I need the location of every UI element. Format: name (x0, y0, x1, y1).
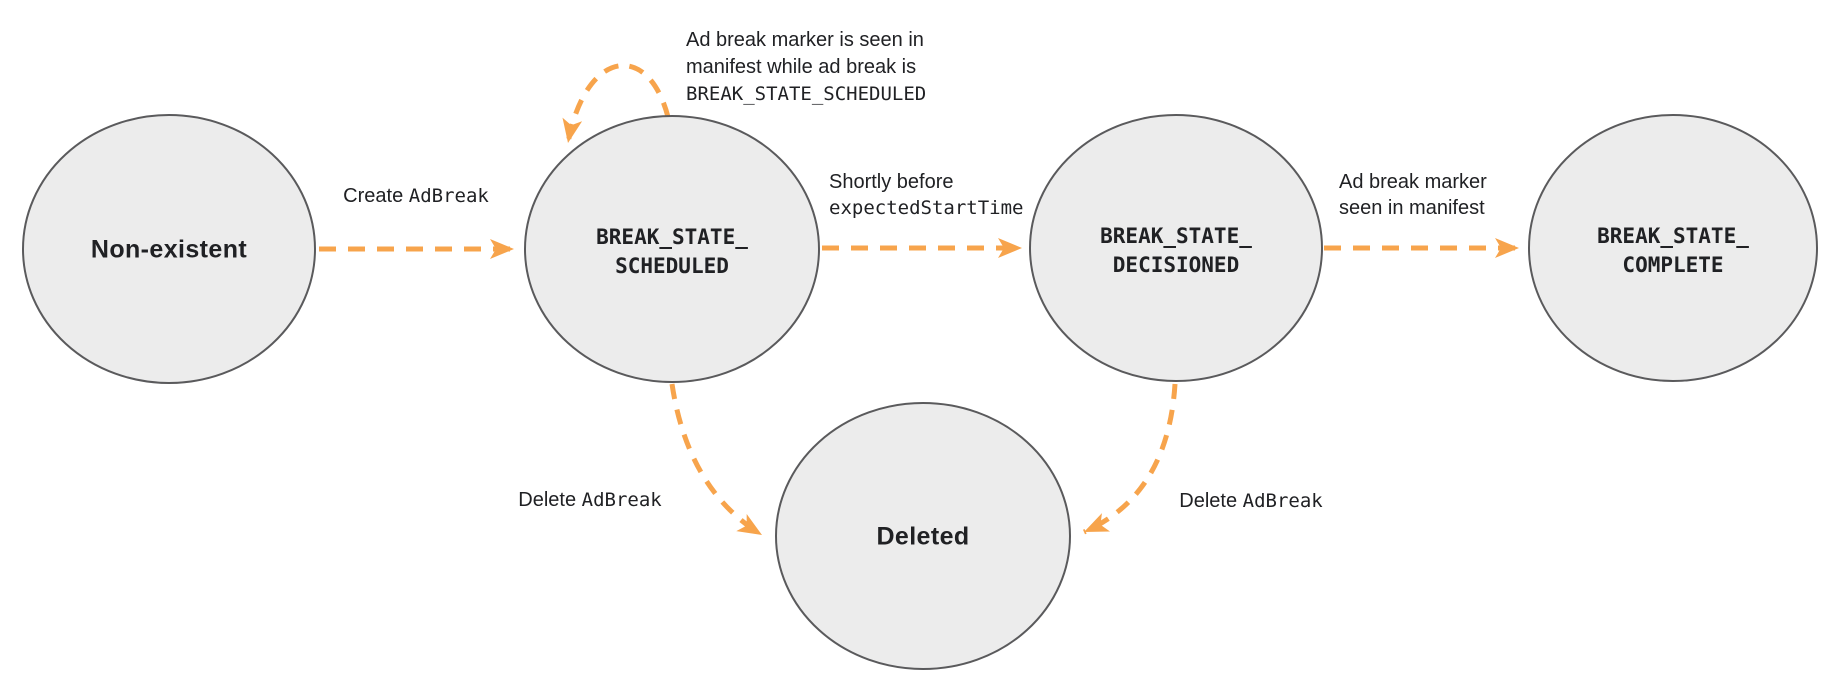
state-label-non-existent: Non-existent (90, 235, 248, 264)
state-label-line: SCHEDULED (615, 254, 729, 278)
label-code: expectedStartTime (829, 197, 1024, 219)
state-label-break-state-decisioned: BREAK_STATE_ DECISIONED (1100, 222, 1252, 280)
transition-label-create-adbreak: Create AdBreak (343, 183, 489, 209)
label-text: Create (343, 185, 409, 207)
transition-label-delete-adbreak-right: Delete AdBreak (1179, 488, 1322, 514)
state-node-break-state-complete (1528, 114, 1818, 382)
transition-label-delete-adbreak-left: Delete AdBreak (518, 487, 661, 513)
label-text: Delete (518, 489, 582, 511)
state-label-break-state-complete: BREAK_STATE_ COMPLETE (1597, 222, 1749, 280)
label-code: BREAK_STATE_SCHEDULED (686, 83, 927, 105)
label-code: AdBreak (408, 185, 489, 207)
transition-label-marker-seen: Ad break marker seen in manifest (1339, 169, 1487, 221)
state-label-line: BREAK_STATE_ (596, 225, 748, 249)
state-label-line: BREAK_STATE_ (1597, 224, 1749, 248)
arrow-delete-from-scheduled (669, 383, 764, 538)
state-label-line: COMPLETE (1622, 253, 1724, 277)
label-code: AdBreak (581, 489, 662, 511)
arrow-self-loop-scheduled (562, 63, 671, 144)
label-text: seen in manifest (1339, 197, 1485, 219)
state-node-break-state-decisioned (1029, 114, 1323, 382)
label-code: AdBreak (1242, 490, 1323, 512)
label-text: manifest while ad break is (686, 56, 917, 78)
transition-label-self-loop: Ad break marker is seen in manifest whil… (686, 27, 926, 108)
state-node-deleted (775, 402, 1071, 670)
state-label-line: BREAK_STATE_ (1100, 224, 1252, 248)
state-node-break-state-scheduled (524, 115, 820, 383)
label-text: Shortly before (829, 171, 954, 193)
label-text: Delete (1179, 490, 1243, 512)
state-label-line: DECISIONED (1112, 253, 1240, 277)
state-label-break-state-scheduled: BREAK_STATE_ SCHEDULED (596, 223, 748, 281)
state-node-non-existent (22, 114, 316, 384)
label-text: Ad break marker (1339, 171, 1487, 193)
label-text: Ad break marker is seen in (686, 29, 924, 51)
state-label-deleted: Deleted (876, 522, 970, 551)
transition-label-shortly-before: Shortly before expectedStartTime (829, 169, 1023, 221)
arrow-delete-from-decisioned (1082, 383, 1178, 535)
